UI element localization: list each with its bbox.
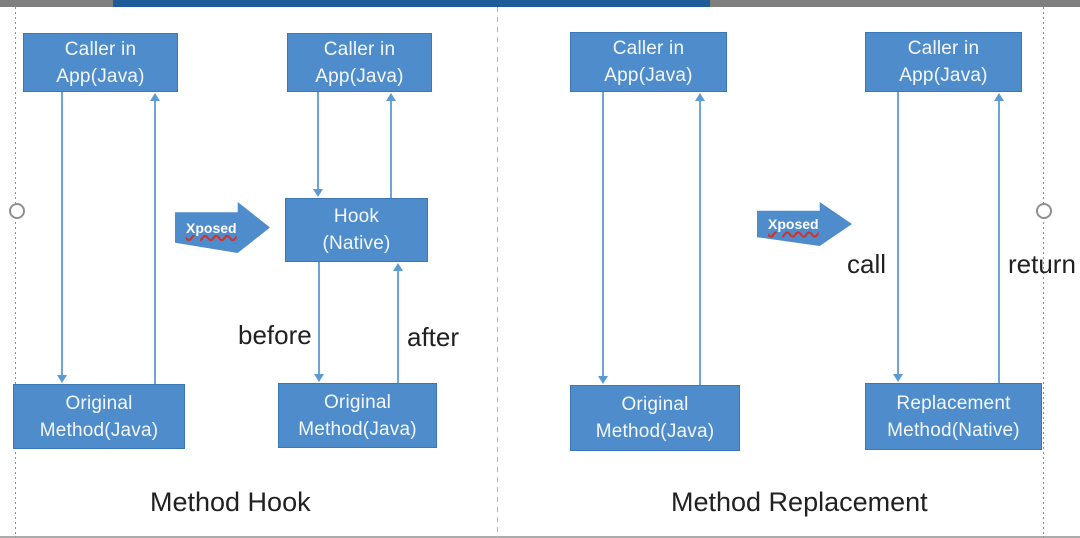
original-method-box-1[interactable]: Original Method(Java) bbox=[13, 384, 185, 449]
box-label-line1: Caller in bbox=[64, 38, 137, 60]
box-label-line1: Original bbox=[621, 394, 689, 415]
xposed-label: Xposed bbox=[186, 219, 237, 236]
return-label[interactable]: return bbox=[1008, 249, 1076, 279]
box-label-line2: Method(Native) bbox=[887, 419, 1020, 441]
box-label-line2: Method(Java) bbox=[298, 418, 417, 440]
hook-native-box[interactable]: Hook (Native) bbox=[285, 198, 428, 262]
left-guide-line bbox=[15, 7, 16, 538]
arrow-caller1-to-original1-down[interactable] bbox=[57, 92, 67, 383]
bottom-border-line bbox=[0, 536, 1080, 538]
original-method-box-2[interactable]: Original Method(Java) bbox=[278, 383, 437, 448]
center-guide-line bbox=[497, 7, 498, 538]
right-guide-line bbox=[1043, 7, 1044, 538]
box-label-line2: Method(Java) bbox=[595, 421, 715, 442]
box-label-line1: Original bbox=[65, 392, 133, 414]
box-label-line2: App(Java) bbox=[315, 65, 404, 87]
arrow-caller2-to-hook-down[interactable] bbox=[313, 92, 323, 197]
box-label-line1: Replacement bbox=[896, 392, 1011, 414]
arrow-replacement-to-caller4-return[interactable] bbox=[994, 93, 1004, 383]
box-label-line2: App(Java) bbox=[604, 65, 693, 86]
box-label-line1: Hook bbox=[333, 206, 380, 227]
caller-in-app-box-1[interactable]: Caller in App(Java) bbox=[23, 33, 178, 92]
arrow-original1-to-caller1-up[interactable] bbox=[150, 93, 160, 384]
arrow-original3-to-caller3-up[interactable] bbox=[695, 93, 705, 385]
replacement-method-box[interactable]: Replacement Method(Native) bbox=[865, 383, 1042, 450]
box-label-line2: App(Java) bbox=[899, 65, 988, 86]
after-label[interactable]: after bbox=[407, 322, 460, 352]
caller-in-app-box-4[interactable]: Caller in App(Java) bbox=[865, 32, 1022, 92]
original-method-box-3[interactable]: Original Method(Java) bbox=[570, 385, 740, 451]
right-resize-handle[interactable] bbox=[1036, 203, 1052, 219]
xposed-label: Xposed bbox=[768, 216, 819, 232]
arrow-original2-to-hook-after[interactable] bbox=[393, 263, 403, 383]
box-label-line1: Caller in bbox=[907, 38, 980, 59]
arrow-hook-to-caller2-up[interactable] bbox=[386, 93, 396, 198]
arrow-hook-to-original2-before[interactable] bbox=[314, 262, 324, 382]
box-label-line2: Method(Java) bbox=[39, 419, 159, 441]
arrow-caller3-to-original3-down[interactable] bbox=[598, 92, 608, 384]
left-resize-handle[interactable] bbox=[9, 203, 25, 219]
box-label-line1: Original bbox=[323, 391, 392, 413]
before-label[interactable]: before bbox=[238, 320, 312, 350]
box-label-line1: Caller in bbox=[323, 38, 396, 60]
arrow-caller4-to-replacement-call[interactable] bbox=[893, 92, 903, 382]
box-label-line2: App(Java) bbox=[56, 65, 145, 87]
caller-in-app-box-2[interactable]: Caller in App(Java) bbox=[287, 33, 432, 92]
call-label[interactable]: call bbox=[847, 249, 887, 279]
caller-in-app-box-3[interactable]: Caller in App(Java) bbox=[570, 32, 727, 92]
method-hook-title[interactable]: Method Hook bbox=[150, 487, 311, 517]
box-label-line1: Caller in bbox=[612, 38, 685, 59]
box-label-line2: (Native) bbox=[322, 233, 391, 254]
top-bar-blue-segment bbox=[113, 0, 710, 7]
method-replacement-title[interactable]: Method Replacement bbox=[671, 487, 928, 517]
